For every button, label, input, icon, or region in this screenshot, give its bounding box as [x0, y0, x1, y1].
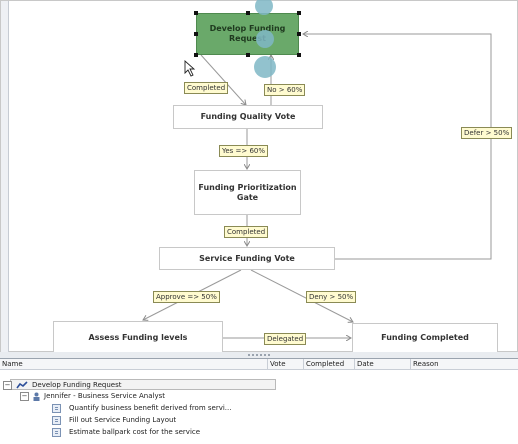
selection-handle[interactable]: [194, 53, 198, 57]
node-funding-quality-vote-label: Funding Quality Vote: [200, 112, 296, 121]
user-icon: [32, 392, 41, 401]
edge-label-defer-gt-50[interactable]: Defer > 50%: [461, 127, 513, 139]
selection-handle[interactable]: [246, 53, 250, 57]
task-icon: [52, 416, 61, 425]
edge-label-no-gt-60[interactable]: No > 60%: [264, 84, 306, 96]
edge-label-delegated[interactable]: Delegated: [264, 333, 307, 345]
task-icon: [52, 428, 61, 437]
node-develop-funding-request[interactable]: Develop Funding Request: [196, 13, 299, 55]
edge-develop-to-quality: [200, 54, 246, 105]
node-assess-funding-levels-label: Assess Funding levels: [88, 333, 188, 342]
node-service-funding-vote[interactable]: Service Funding Vote: [159, 247, 335, 270]
highlight-circle: [254, 56, 276, 78]
selection-handle[interactable]: [297, 11, 301, 15]
tree-row-label: Estimate ballpark cost for the service: [69, 428, 201, 436]
node-funding-quality-vote[interactable]: Funding Quality Vote: [173, 105, 323, 129]
column-header-reason[interactable]: Reason: [411, 359, 518, 370]
tree-row-label: Quantify business benefit derived from s…: [69, 404, 232, 412]
collapse-toggle-icon[interactable]: −: [3, 381, 12, 390]
tree-row-label: Develop Funding Request: [32, 381, 122, 389]
selection-handle[interactable]: [246, 11, 250, 15]
selection-handle[interactable]: [194, 32, 198, 36]
selection-handle[interactable]: [297, 32, 301, 36]
edge-label-completed-2[interactable]: Completed: [224, 226, 269, 238]
workflow-canvas[interactable]: Develop Funding Request Funding Quality …: [0, 0, 518, 355]
column-header-completed[interactable]: Completed: [304, 359, 355, 370]
selection-handle[interactable]: [194, 11, 198, 15]
node-assess-funding-levels[interactable]: Assess Funding levels: [53, 321, 223, 355]
node-service-funding-vote-label: Service Funding Vote: [199, 253, 295, 263]
workflow-icon: [16, 381, 28, 390]
task-details-panel: Name Vote Completed Date Reason − Develo…: [0, 358, 518, 444]
edge-defer-to-develop: [303, 34, 492, 260]
node-develop-funding-request-label: Develop Funding Request: [209, 24, 286, 43]
splitter-grip[interactable]: [248, 354, 270, 356]
column-header-name[interactable]: Name: [0, 359, 268, 370]
highlight-circle: [256, 30, 274, 48]
node-funding-completed[interactable]: Funding Completed: [352, 323, 498, 353]
edge-service-to-completed: [250, 269, 353, 322]
selection-handle[interactable]: [297, 53, 301, 57]
tree-row-label: Fill out Service Funding Layout: [69, 416, 177, 424]
node-funding-prioritization-gate-label: Funding Prioritization Gate: [198, 182, 297, 202]
cursor-pointer-icon: [184, 59, 196, 77]
node-funding-prioritization-gate[interactable]: Funding Prioritization Gate: [194, 170, 301, 215]
column-header-vote[interactable]: Vote: [268, 359, 304, 370]
highlight-circle: [255, 0, 273, 15]
edge-label-completed[interactable]: Completed: [184, 82, 229, 94]
panel-splitter[interactable]: [0, 352, 518, 358]
task-icon: [52, 404, 61, 413]
collapse-toggle-icon[interactable]: −: [20, 392, 29, 401]
edge-label-yes-gte-60[interactable]: Yes => 60%: [219, 145, 269, 157]
edge-label-deny-gt-50[interactable]: Deny > 50%: [306, 291, 357, 303]
canvas-left-ruler: [1, 1, 9, 353]
node-funding-completed-label: Funding Completed: [381, 333, 469, 342]
column-header-date[interactable]: Date: [355, 359, 411, 370]
edge-label-approve-gte-50[interactable]: Approve => 50%: [153, 291, 220, 303]
tree-row-develop-funding-request[interactable]: − Develop Funding Request: [3, 379, 276, 390]
tree-row-label: Jennifer - Business Service Analyst: [44, 392, 165, 400]
